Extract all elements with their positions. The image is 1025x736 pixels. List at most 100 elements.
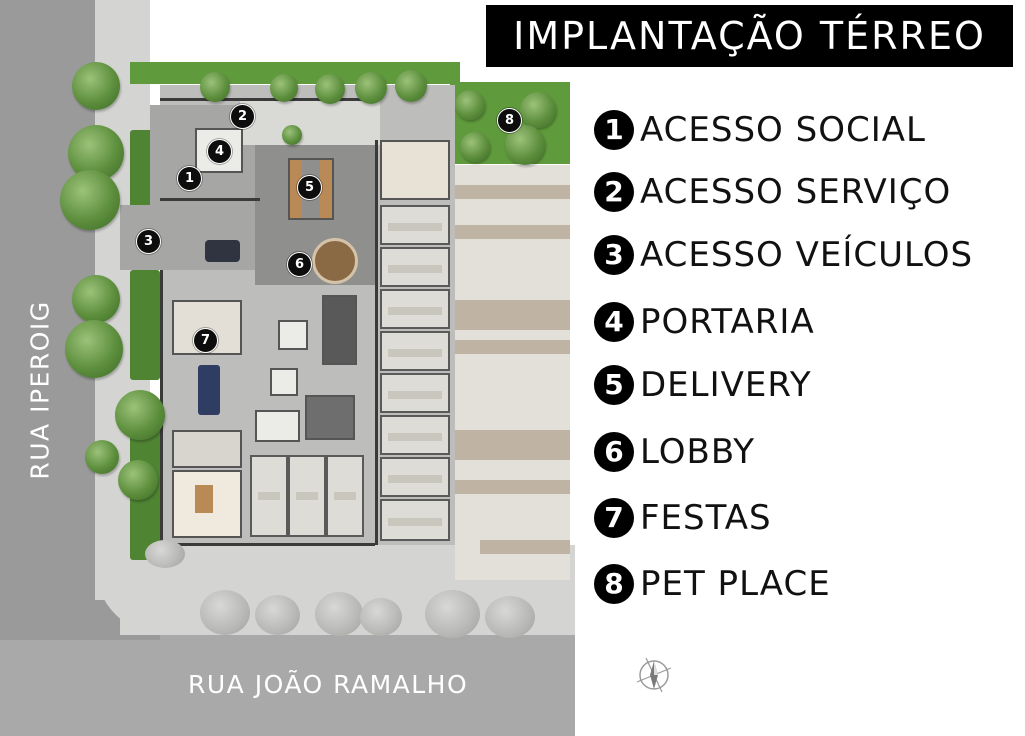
unit-e6 <box>380 415 450 455</box>
legend-number-badge: 4 <box>594 302 634 342</box>
page-title: IMPLANTAÇÃO TÉRREO <box>513 14 986 58</box>
tree <box>395 70 427 102</box>
service-corridor <box>240 100 380 145</box>
hall-3 <box>255 410 300 442</box>
unit-e3 <box>380 289 450 329</box>
tree <box>460 132 490 162</box>
street-label-side: RUA IPEROIG <box>25 300 55 480</box>
unit-s2 <box>288 455 326 537</box>
tree <box>145 540 185 568</box>
legend-label: LOBBY <box>640 432 756 472</box>
tree <box>115 390 165 440</box>
unit-e2 <box>380 247 450 287</box>
tree <box>65 320 123 378</box>
tree <box>72 62 120 110</box>
marker-pet-place: 8 <box>497 108 522 133</box>
marker-acesso-social: 1 <box>177 166 202 191</box>
unit-e1 <box>380 205 450 245</box>
delivery-counter <box>290 160 302 218</box>
tree <box>360 598 402 636</box>
legend-item-acesso-veiculos: 3 ACESSO VEÍCULOS <box>594 233 973 277</box>
wall-east <box>375 140 378 545</box>
gravel-stripe-6 <box>455 480 570 494</box>
north-arrow-icon <box>636 657 672 693</box>
tree <box>255 595 300 635</box>
unit-s1 <box>250 455 288 537</box>
legend-label: PORTARIA <box>640 302 815 342</box>
gravel-stripe-5 <box>455 430 570 460</box>
legend-label: FESTAS <box>640 498 772 538</box>
stair-core <box>305 395 355 440</box>
legend-number-badge: 7 <box>594 498 634 538</box>
legend-item-pet-place: 8 PET PLACE <box>594 562 831 606</box>
marker-delivery: 5 <box>297 175 322 200</box>
tree <box>200 590 250 635</box>
tree <box>200 72 230 102</box>
marker-acesso-servico: 2 <box>230 104 255 129</box>
festas-sofa <box>198 365 220 415</box>
legend-number-badge: 1 <box>594 110 634 150</box>
portaria-room <box>195 128 243 173</box>
wall-gate <box>160 198 260 201</box>
gravel-stripe-7 <box>480 540 570 554</box>
site-plan: RUA IPEROIG RUA JOÃO RAMALHO 1 2 3 4 5 6… <box>0 0 575 736</box>
elevator-core <box>322 295 357 365</box>
gravel-stripe-4 <box>455 340 570 354</box>
parked-car <box>205 240 240 262</box>
lobby-table <box>312 238 358 284</box>
tree <box>355 72 387 104</box>
tree <box>118 460 158 500</box>
title-banner: IMPLANTAÇÃO TÉRREO <box>486 5 1013 67</box>
festas-table <box>195 485 213 513</box>
tree <box>485 596 535 638</box>
wall-south <box>160 543 375 546</box>
legend-label: DELIVERY <box>640 365 812 405</box>
legend-number-badge: 2 <box>594 172 634 212</box>
wall-north <box>160 98 380 101</box>
tree <box>315 74 345 104</box>
tree <box>282 125 302 145</box>
unit-e5 <box>380 373 450 413</box>
tree <box>72 275 120 323</box>
street-label-bottom: RUA JOÃO RAMALHO <box>188 670 469 699</box>
hall-1 <box>278 320 308 350</box>
tree <box>85 440 119 474</box>
legend-item-festas: 7 FESTAS <box>594 496 772 540</box>
legend-item-lobby: 6 LOBBY <box>594 430 755 474</box>
legend-label: ACESSO SOCIAL <box>640 110 926 150</box>
unit-e4 <box>380 331 450 371</box>
delivery-room <box>288 158 334 220</box>
unit-e8 <box>380 499 450 541</box>
gravel-stripe-1 <box>455 185 570 199</box>
delivery-shelf <box>320 160 332 218</box>
legend-item-acesso-servico: 2 ACESSO SERVIÇO <box>594 170 951 214</box>
hedge-left-2 <box>130 270 160 380</box>
tree <box>455 90 485 120</box>
festas-kitchen <box>172 430 242 468</box>
tree <box>270 74 298 102</box>
unit-e7 <box>380 457 450 497</box>
tree <box>425 590 480 638</box>
unit-e-top <box>380 140 450 200</box>
festas-lounge <box>172 470 242 538</box>
street-joao-ramalho <box>0 630 575 736</box>
legend-label: ACESSO SERVIÇO <box>640 172 952 212</box>
legend-item-acesso-social: 1 ACESSO SOCIAL <box>594 108 926 152</box>
legend-item-delivery: 5 DELIVERY <box>594 363 812 407</box>
legend-item-portaria: 4 PORTARIA <box>594 300 815 344</box>
unit-s3 <box>326 455 364 537</box>
tree <box>60 170 120 230</box>
marker-festas: 7 <box>193 328 218 353</box>
gravel-stripe-2 <box>455 225 570 239</box>
legend-number-badge: 5 <box>594 365 634 405</box>
tree <box>315 592 363 636</box>
marker-portaria: 4 <box>207 139 232 164</box>
tree <box>520 92 556 128</box>
hall-2 <box>270 368 298 396</box>
legend-number-badge: 6 <box>594 432 634 472</box>
gravel-stripe-3 <box>455 300 570 330</box>
legend-number-badge: 3 <box>594 235 634 275</box>
legend-label: ACESSO VEÍCULOS <box>640 235 974 275</box>
marker-lobby: 6 <box>287 252 312 277</box>
legend-label: PET PLACE <box>640 564 831 604</box>
